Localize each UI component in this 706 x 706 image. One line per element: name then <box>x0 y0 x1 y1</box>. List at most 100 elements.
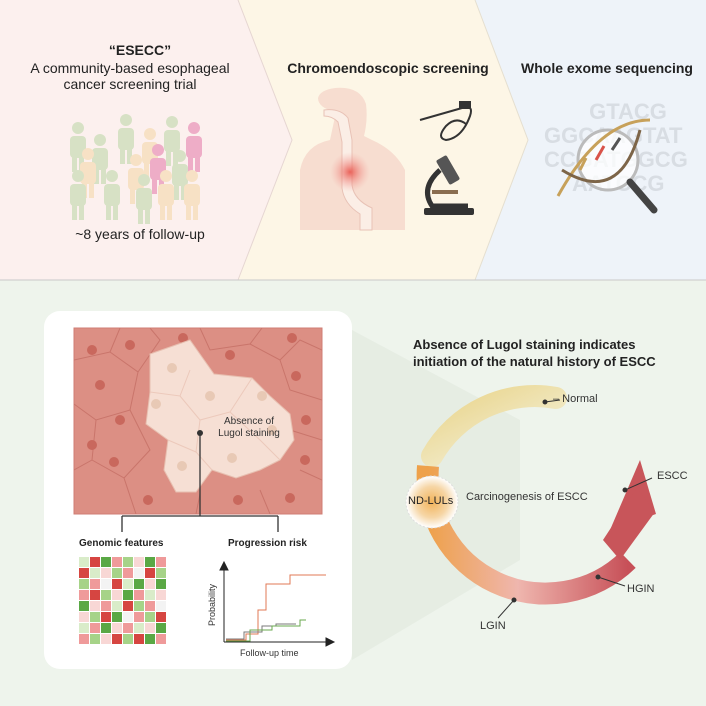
heatmap-cell <box>90 623 100 633</box>
plot-axes <box>219 560 336 647</box>
chevron-divider-1 <box>237 0 293 281</box>
cell-nucleus-dot <box>285 493 295 503</box>
heatmap-cell <box>156 612 166 622</box>
heatmap-cell <box>123 568 133 578</box>
heatmap-cell <box>112 590 122 600</box>
lugol-label-line2: Lugol staining <box>218 428 280 439</box>
lesion-nucleus-dot <box>177 461 187 471</box>
cell-nucleus-dot <box>125 340 135 350</box>
lesion-nucleus-dot <box>151 399 161 409</box>
heatmap-cell <box>123 590 133 600</box>
heatmap-cell <box>134 590 144 600</box>
heatmap-cell <box>156 557 166 567</box>
cell-nucleus-dot <box>301 415 311 425</box>
lesion-glow-icon <box>330 152 370 192</box>
heatmap-cell <box>112 568 122 578</box>
carcinogenesis-label: Carcinogenesis of ESCC <box>466 491 588 503</box>
natural-history-title-line1: Absence of Lugol staining indicates <box>413 337 636 352</box>
heatmap-cell <box>90 590 100 600</box>
heatmap-cell <box>134 612 144 622</box>
heatmap-cell <box>112 557 122 567</box>
cell-nucleus-dot <box>109 457 119 467</box>
heatmap-cell <box>134 557 144 567</box>
cell-nucleus-dot <box>233 495 243 505</box>
heatmap-cell <box>90 557 100 567</box>
esecc-subtitle-line2: cancer screening trial <box>63 76 197 92</box>
natural-history-title: Absence of Lugol staining indicates init… <box>413 336 703 370</box>
hgin-label: HGIN <box>627 583 655 595</box>
lesion-nucleus-dot <box>257 391 267 401</box>
ring-upper-arc <box>421 385 567 467</box>
lesion-nucleus-dot <box>205 391 215 401</box>
esecc-subtitle: A community-based esophageal cancer scre… <box>10 60 250 92</box>
heatmap-cell <box>112 623 122 633</box>
cell-nucleus-dot <box>143 495 153 505</box>
heatmap-cell <box>123 623 133 633</box>
heatmap-cell <box>79 568 89 578</box>
heatmap-cell <box>101 557 111 567</box>
heatmap-cell <box>145 601 155 611</box>
lesion-nuclei <box>151 363 277 471</box>
unstained-lesion-area <box>145 339 295 493</box>
heatmap-cell <box>90 579 100 589</box>
heatmap-cell <box>123 634 133 644</box>
heatmap-cell <box>101 579 111 589</box>
heatmap-cell <box>123 579 133 589</box>
lesion-nucleus-dot <box>227 453 237 463</box>
heatmap-cell <box>101 623 111 633</box>
cell-nucleus-dot <box>287 333 297 343</box>
heatmap-cell <box>156 568 166 578</box>
escc-arrow-body <box>603 488 655 560</box>
heatmap-cell <box>134 568 144 578</box>
heatmap-cell <box>134 601 144 611</box>
progression-risk-title: Progression risk <box>228 538 307 549</box>
heatmap-cell <box>145 623 155 633</box>
lesion-nucleus-dot <box>267 425 277 435</box>
heatmap-cell <box>134 623 144 633</box>
heatmap-cell <box>145 634 155 644</box>
heatmap-cell <box>79 612 89 622</box>
chevron-divider-2 <box>474 0 529 281</box>
heatmap-cell <box>90 634 100 644</box>
heatmap-cell <box>101 568 111 578</box>
cell-nucleus-dot <box>87 345 97 355</box>
dna-helix-icon <box>556 118 651 197</box>
heatmap-cell <box>79 623 89 633</box>
heatmap-cell <box>134 579 144 589</box>
cell-nucleus-dot <box>95 380 105 390</box>
cell-nucleus-dot <box>87 440 97 450</box>
heatmap-cell <box>123 612 133 622</box>
heatmap-cell <box>90 601 100 611</box>
heatmap-cell <box>101 590 111 600</box>
endoscope-icon <box>419 101 472 142</box>
heatmap-cell <box>145 557 155 567</box>
lugol-label-line1: Absence of <box>223 416 275 427</box>
ring-lower-arc <box>416 465 636 605</box>
heatmap-cell <box>123 601 133 611</box>
heatmap-cell <box>79 557 89 567</box>
heatmap-cell <box>145 590 155 600</box>
heatmap-cell <box>112 601 122 611</box>
microscope-icon <box>424 155 474 215</box>
cell-nucleus-dot <box>300 455 310 465</box>
cell-borders <box>74 328 322 514</box>
heatmap-cell <box>112 579 122 589</box>
ndlul-label: ND-LULs <box>408 495 454 507</box>
plot-line-high-risk <box>226 574 326 641</box>
esecc-subtitle-line1: A community-based esophageal <box>30 60 230 76</box>
normal-label: – Normal <box>553 393 598 405</box>
heatmap-cell <box>112 634 122 644</box>
heatmap-cell <box>156 601 166 611</box>
escc-label: ESCC <box>657 470 688 482</box>
esecc-title: “ESECC” <box>108 42 172 58</box>
heatmap-cell <box>145 579 155 589</box>
cell-nucleus-dot <box>225 350 235 360</box>
sequencing-title: Whole exome sequencing <box>521 60 693 76</box>
heatmap-cell <box>156 623 166 633</box>
heatmap-cell <box>156 634 166 644</box>
heatmap-cell <box>79 590 89 600</box>
